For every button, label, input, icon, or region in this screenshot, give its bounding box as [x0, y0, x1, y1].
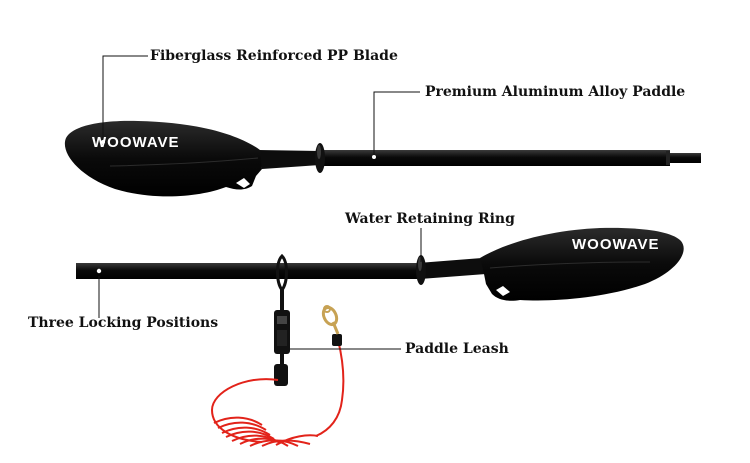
ring-callout: Water Retaining Ring — [345, 211, 515, 227]
lower-blade-logo: WOOWAVE — [572, 236, 660, 253]
lower-blade-throat — [418, 258, 486, 279]
lower-blade — [480, 227, 684, 301]
blade-callout: Fiberglass Reinforced PP Blade — [150, 48, 398, 64]
upper-drip-ring-highlight — [317, 145, 321, 159]
blade-leader — [102, 55, 148, 142]
leash-cord-left — [210, 378, 279, 443]
leash-lower-clip — [274, 364, 288, 386]
locking-callout: Three Locking Positions — [28, 315, 219, 331]
callout-lines — [98, 55, 422, 350]
leash-buckle-detail — [277, 316, 287, 324]
paddle-leash — [210, 253, 345, 447]
upper-shaft-joint — [666, 151, 670, 165]
lower-blade-notch — [496, 286, 510, 296]
upper-blade-notch — [236, 178, 250, 188]
upper-blade — [64, 120, 262, 197]
locking-hole — [96, 268, 102, 274]
upper-shaft — [318, 150, 670, 166]
leash-coil — [213, 416, 319, 447]
leash-connector — [332, 334, 342, 346]
upper-shaft-tip — [668, 153, 701, 163]
shaft-callout: Premium Aluminum Alloy Paddle — [425, 84, 686, 100]
lower-shaft — [76, 263, 421, 279]
upper-blade-logo: WOOWAVE — [92, 134, 180, 151]
leash-callout: Paddle Leash — [405, 341, 509, 357]
shaft-leader-dot — [372, 155, 376, 159]
upper-blade-throat — [258, 150, 320, 169]
leash-cord-right — [315, 339, 345, 437]
shaft-leader — [373, 91, 420, 157]
snap-hook — [321, 305, 340, 335]
lower-paddle — [76, 227, 684, 301]
leash-buckle-body — [277, 330, 287, 346]
upper-blade-rib — [109, 157, 259, 167]
lower-blade-rib — [489, 261, 651, 269]
upper-paddle — [64, 120, 701, 197]
